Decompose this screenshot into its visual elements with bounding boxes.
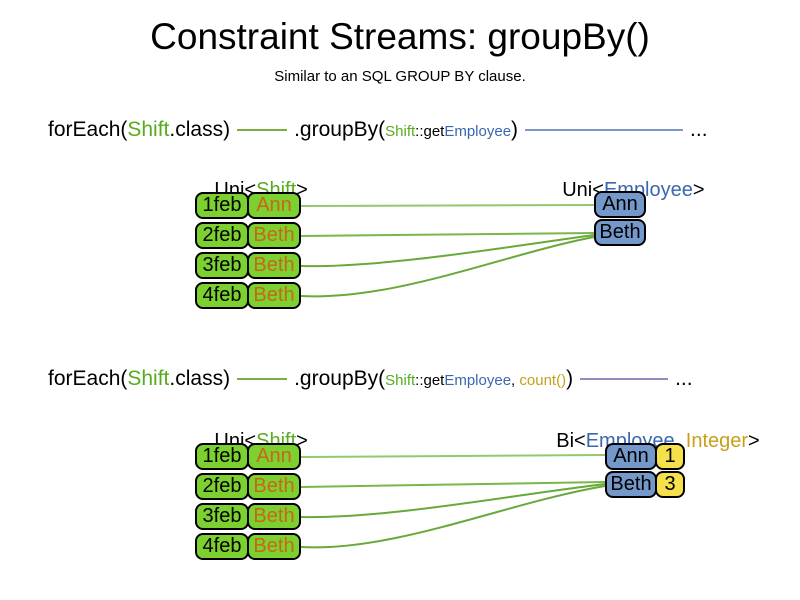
- shift-employee-cell: Beth: [247, 533, 301, 560]
- table-row: 2feb Beth: [195, 473, 301, 500]
- code-token: .class): [169, 367, 231, 390]
- shift-employee-cell: Ann: [247, 443, 301, 470]
- label-integer: Integer: [685, 430, 749, 452]
- code-line-1: forEach( Shift .class) .groupBy( Shift :…: [48, 118, 708, 142]
- code-token: .class): [169, 118, 231, 141]
- shift-employee-cell: Beth: [247, 503, 301, 530]
- grouping-line: [300, 204, 595, 207]
- shift-date-cell: 1feb: [195, 192, 249, 219]
- employee-box: Ann: [594, 191, 646, 218]
- table-row: 4feb Beth: [195, 282, 301, 309]
- shift-date-cell: 4feb: [195, 533, 249, 560]
- shift-date-cell: 1feb: [195, 443, 249, 470]
- grouping-line: [300, 232, 595, 237]
- code-token: ): [566, 367, 574, 390]
- code-token-employee: Employee: [444, 372, 512, 389]
- shift-employee-cell: Beth: [247, 473, 301, 500]
- shift-date-cell: 4feb: [195, 282, 249, 309]
- label-text: Uni<: [562, 179, 604, 201]
- group-row: Beth 3: [605, 471, 685, 498]
- code-token: ,: [511, 372, 520, 389]
- shift-employee-cell: Beth: [247, 222, 301, 249]
- count-box: 1: [655, 443, 685, 470]
- table-row: 1feb Ann: [195, 192, 301, 219]
- shift-date-cell: 3feb: [195, 252, 249, 279]
- employee-box: Ann: [605, 443, 657, 470]
- shift-date-cell: 2feb: [195, 473, 249, 500]
- code-token: .groupBy(: [294, 367, 386, 390]
- label-text: Bi<: [556, 430, 586, 452]
- code-token-shift: Shift: [127, 367, 170, 390]
- result-type-label: Uni<Employee>: [540, 156, 704, 225]
- table-row: 3feb Beth: [195, 503, 301, 530]
- employee-box: Beth: [594, 219, 646, 246]
- code-token: ::get: [415, 123, 445, 140]
- shift-table: 1feb Ann 2feb Beth 3feb Beth 4feb Beth: [195, 192, 301, 309]
- label-text: >: [296, 430, 308, 452]
- code-token: ::get: [415, 372, 445, 389]
- code-token: ): [511, 118, 519, 141]
- label-text: ,: [674, 430, 686, 452]
- label-text: >: [692, 179, 705, 201]
- code-token-count: count(): [519, 372, 567, 389]
- code-token: .groupBy(: [294, 118, 386, 141]
- group-result-stack: Ann 1 Beth 3: [605, 443, 685, 498]
- grouping-line: [300, 454, 606, 458]
- grouping-line: [300, 236, 595, 298]
- code-token: forEach(: [48, 118, 128, 141]
- stream-wire-green: [237, 378, 288, 380]
- stream-wire-purple: [580, 378, 669, 380]
- code-token-shift: Shift: [385, 372, 416, 389]
- grouping-line: [300, 234, 595, 268]
- table-row: 2feb Beth: [195, 222, 301, 249]
- shift-date-cell: 3feb: [195, 503, 249, 530]
- stream-wire-green: [237, 129, 288, 131]
- code-ellipsis: ...: [675, 367, 693, 390]
- shift-table: 1feb Ann 2feb Beth 3feb Beth 4feb Beth: [195, 443, 301, 560]
- employee-stack: Ann Beth: [594, 191, 646, 246]
- code-token-employee: Employee: [444, 123, 512, 140]
- page-subtitle: Similar to an SQL GROUP BY clause.: [274, 68, 526, 85]
- code-token-shift: Shift: [127, 118, 170, 141]
- table-row: 4feb Beth: [195, 533, 301, 560]
- code-token-shift: Shift: [385, 123, 416, 140]
- shift-employee-cell: Beth: [247, 282, 301, 309]
- shift-employee-cell: Ann: [247, 192, 301, 219]
- label-text: >: [748, 430, 760, 452]
- employee-box: Beth: [605, 471, 657, 498]
- table-row: 1feb Ann: [195, 443, 301, 470]
- shift-employee-cell: Beth: [247, 252, 301, 279]
- grouping-line: [300, 481, 606, 488]
- grouping-line: [300, 483, 606, 519]
- grouping-line: [300, 485, 606, 549]
- code-ellipsis: ...: [690, 118, 708, 141]
- shift-date-cell: 2feb: [195, 222, 249, 249]
- table-row: 3feb Beth: [195, 252, 301, 279]
- count-box: 3: [655, 471, 685, 498]
- label-text: >: [296, 179, 308, 201]
- code-line-2: forEach( Shift .class) .groupBy( Shift :…: [48, 367, 693, 391]
- stream-wire-blue: [525, 129, 684, 131]
- code-token: forEach(: [48, 367, 128, 390]
- page-title: Constraint Streams: groupBy(): [150, 16, 650, 57]
- group-row: Ann 1: [605, 443, 685, 470]
